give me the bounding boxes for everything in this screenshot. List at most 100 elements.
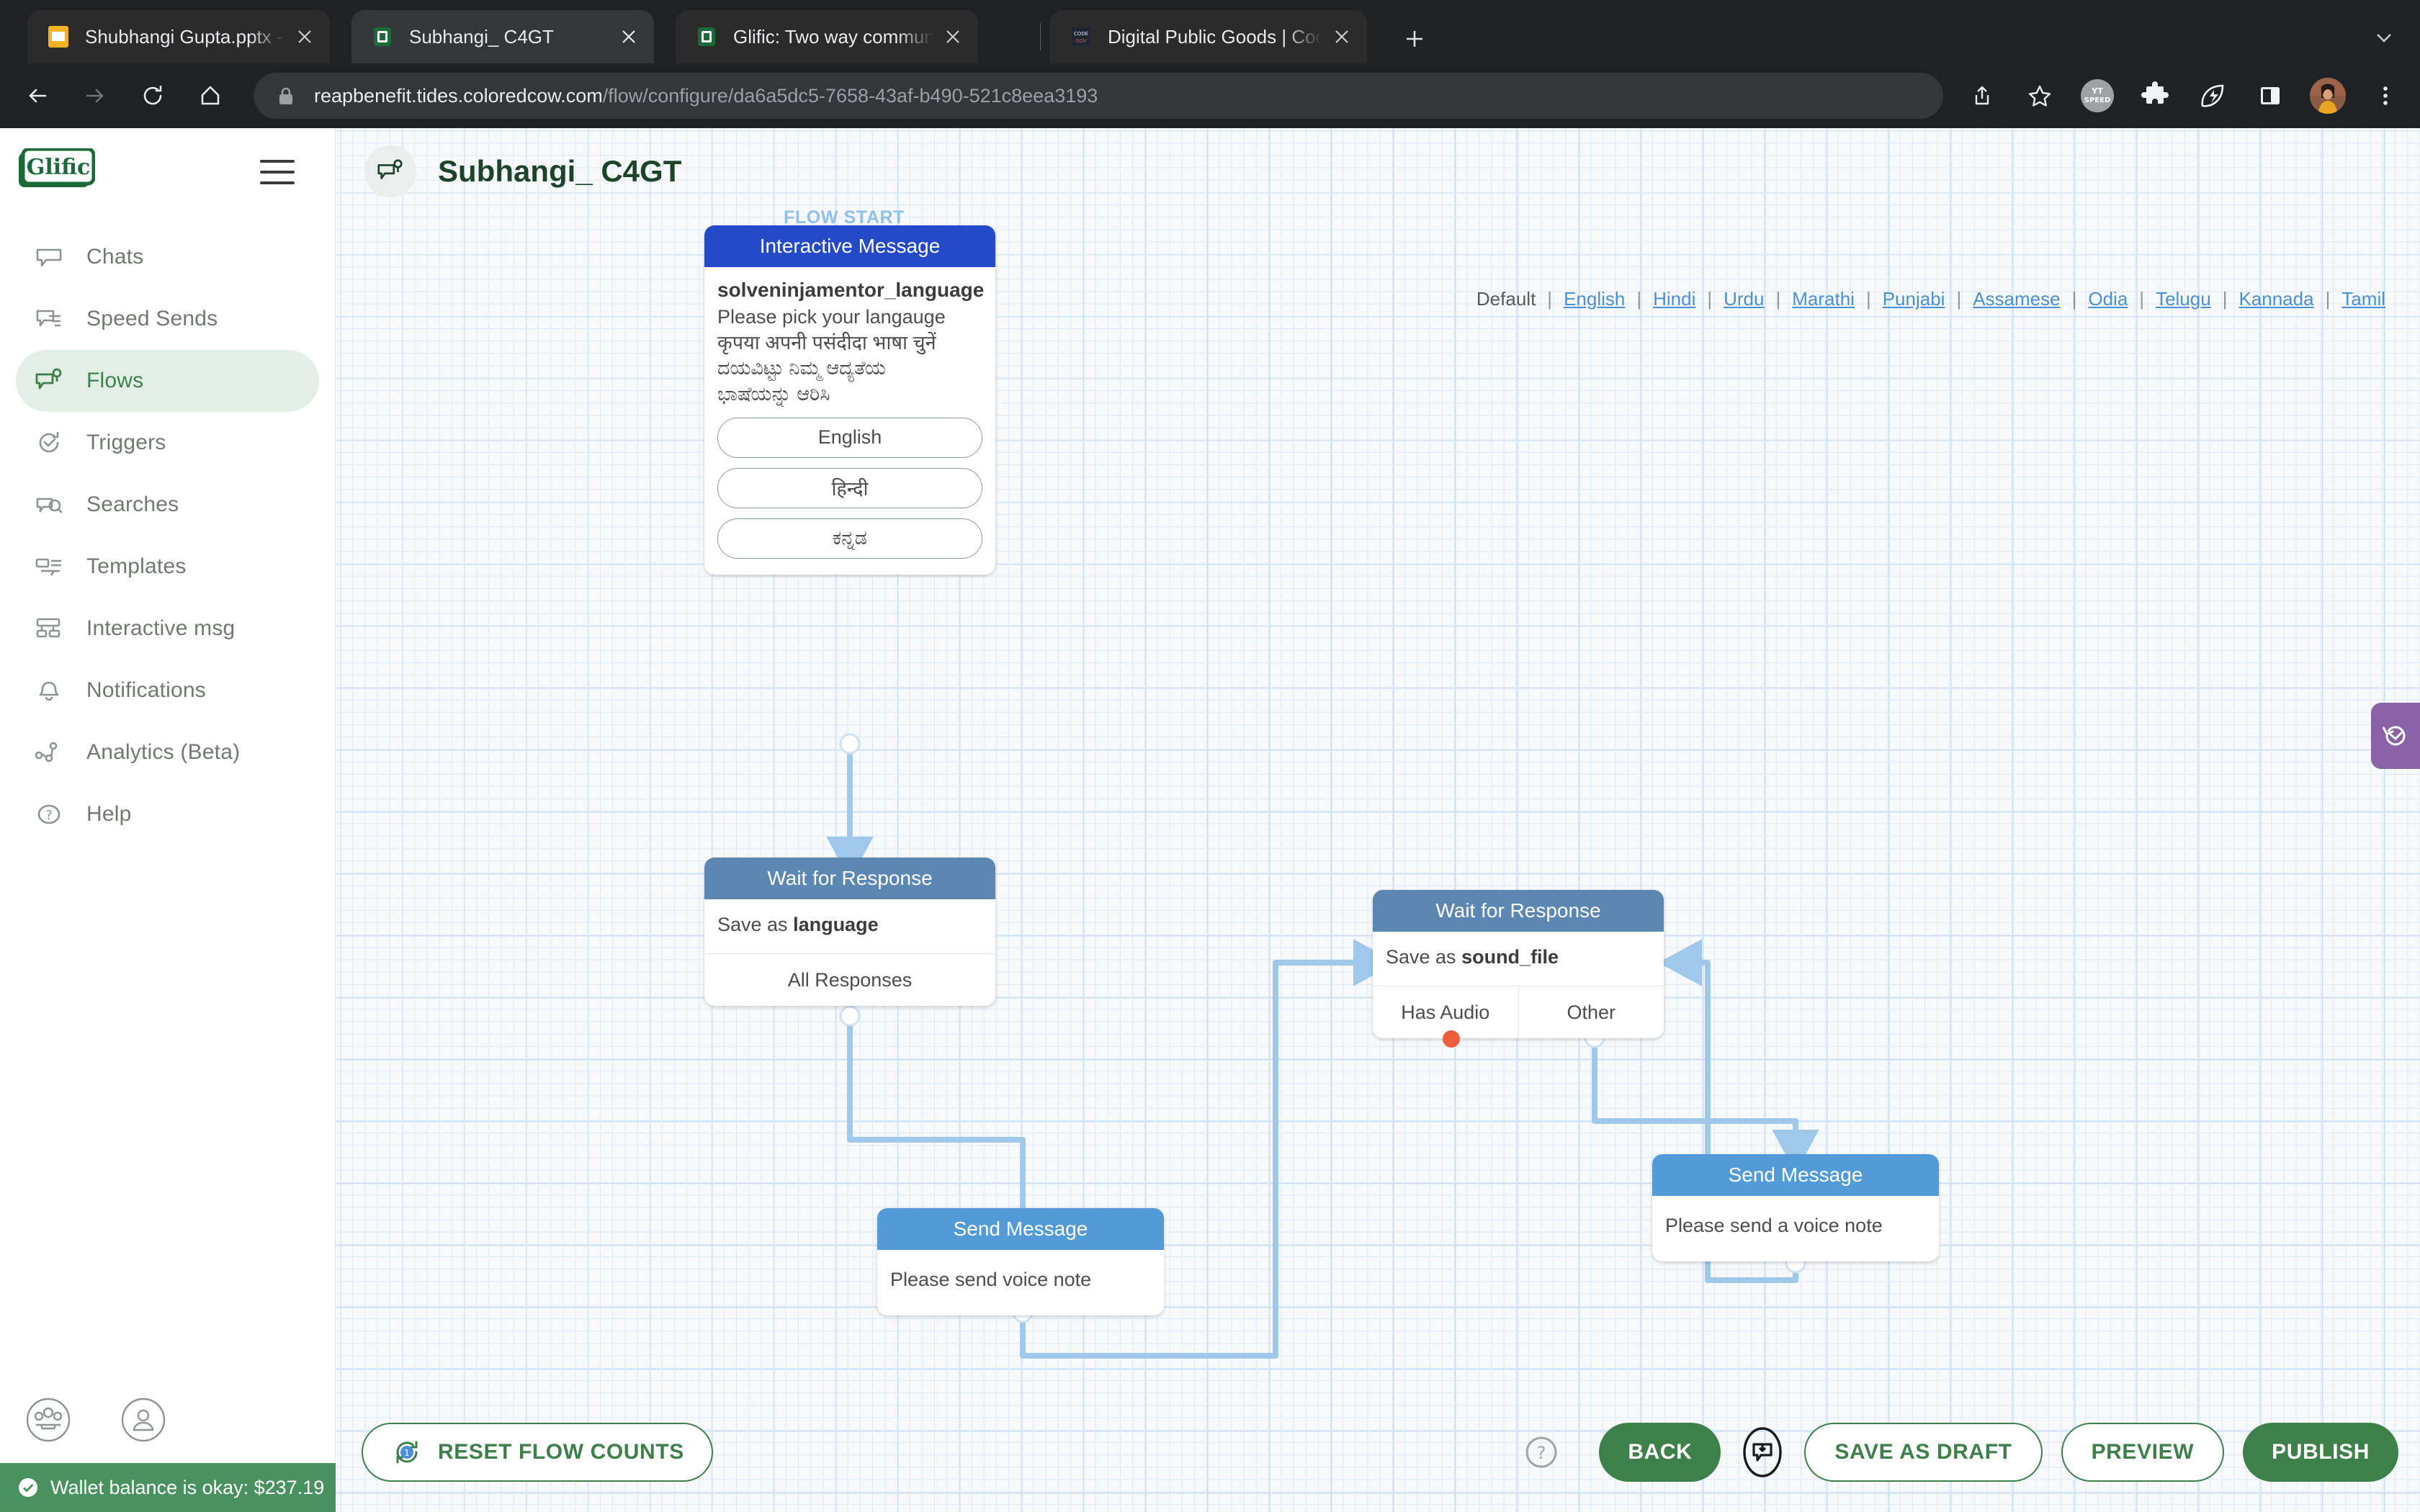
browser-tab-3[interactable]: Glific: Two way communication — [676, 10, 978, 63]
language-odia[interactable]: Odia — [2088, 288, 2128, 310]
extensions-puzzle-icon[interactable] — [2132, 73, 2178, 119]
wallet-balance-status: Wallet balance is okay: $237.19 — [0, 1463, 336, 1512]
reset-flow-counts-label: RESET FLOW COUNTS — [438, 1440, 684, 1464]
publish-button[interactable]: PUBLISH — [2243, 1423, 2398, 1482]
sidebar-item-flows[interactable]: Flows — [16, 350, 319, 412]
language-kannada[interactable]: Kannada — [2238, 288, 2314, 310]
profile-avatar[interactable] — [2305, 73, 2351, 119]
template-icon — [32, 549, 66, 584]
language-urdu[interactable]: Urdu — [1724, 288, 1765, 310]
glific-icon — [370, 24, 395, 49]
address-bar-url: reapbenefit.tides.coloredcow.com/flow/co… — [314, 85, 1098, 107]
language-default[interactable]: Default — [1476, 288, 1536, 310]
chevron-down-icon[interactable] — [2365, 19, 2403, 56]
exit-has-audio[interactable]: Has Audio — [1401, 1001, 1490, 1023]
lock-icon — [274, 84, 298, 108]
sidebar-item-label: Interactive msg — [86, 616, 236, 640]
sidebar-item-triggers[interactable]: Triggers — [16, 412, 319, 474]
sidebar-item-analytics[interactable]: Analytics (Beta) — [16, 721, 319, 783]
language-assamese[interactable]: Assamese — [1973, 288, 2061, 310]
close-icon[interactable] — [941, 24, 965, 49]
app-shell: Glific Chats Speed Sends — [0, 128, 2420, 1512]
browser-tab-4-title: Digital Public Goods | Code for GovTech — [1108, 25, 1322, 48]
page-title: Subhangi_ C4GT — [438, 154, 682, 188]
language-divider: | — [2325, 288, 2331, 310]
sidebar-item-interactive-msg[interactable]: Interactive msg — [16, 598, 319, 660]
svg-text:1: 1 — [404, 1448, 410, 1458]
node-send-message-right[interactable]: Send Message Please send a voice note — [1652, 1154, 1939, 1261]
share-icon[interactable] — [1959, 73, 2005, 119]
sidebar-item-label: Analytics (Beta) — [86, 740, 241, 764]
wait-save-as-sound-file: Save as sound_file — [1386, 946, 1651, 968]
help-circle-icon[interactable]: ? — [1524, 1435, 1559, 1470]
sidebar-item-speed-sends[interactable]: Speed Sends — [16, 288, 319, 350]
language-divider: | — [2139, 288, 2145, 310]
edge-wait-language-to-send-left — [847, 1017, 1047, 1252]
flow-canvas[interactable]: Subhangi_ C4GT Default | English | Hindi… — [336, 128, 2420, 1512]
node-body: Please send voice note — [877, 1250, 1164, 1315]
leaf-extension-icon[interactable] — [2190, 73, 2236, 119]
home-icon[interactable] — [187, 73, 233, 119]
exit-all-responses[interactable]: All Responses — [787, 968, 913, 991]
account-circle-icon[interactable] — [121, 1398, 166, 1442]
node-wait-for-response-sound-file[interactable]: Wait for Response Save as sound_file Has… — [1373, 890, 1664, 1038]
history-restore-icon[interactable] — [2371, 703, 2420, 769]
svg-text:SPEED: SPEED — [2084, 96, 2111, 104]
close-icon[interactable] — [617, 24, 641, 49]
language-divider: | — [1775, 288, 1781, 310]
search-chat-icon — [32, 487, 66, 522]
flow-start-label: FLOW START — [784, 207, 905, 228]
close-icon[interactable] — [292, 24, 317, 49]
save-flow-icon[interactable] — [1739, 1423, 1785, 1482]
sidebar-item-notifications[interactable]: Notifications — [16, 660, 319, 721]
language-hindi[interactable]: Hindi — [1653, 288, 1696, 310]
node-interactive-message[interactable]: Interactive Message solveninjamentor_lan… — [704, 225, 995, 575]
language-tamil[interactable]: Tamil — [2341, 288, 2385, 310]
bookmark-star-icon[interactable] — [2017, 73, 2063, 119]
save-as-draft-button[interactable]: SAVE AS DRAFT — [1804, 1423, 2043, 1482]
language-english[interactable]: English — [1564, 288, 1626, 310]
language-divider: | — [1707, 288, 1713, 310]
more-vertical-icon[interactable] — [2362, 73, 2408, 119]
slides-icon — [46, 24, 71, 49]
interactive-option-hindi[interactable]: हिन्दी — [717, 467, 982, 508]
edge-handle — [839, 733, 861, 755]
reload-icon[interactable] — [130, 73, 176, 119]
sidebar-item-label: Triggers — [86, 431, 166, 454]
interactive-option-kannada[interactable]: ಕನ್ನಡ — [717, 518, 982, 559]
language-divider: | — [1636, 288, 1642, 310]
sidebar-item-chats[interactable]: Chats — [16, 226, 319, 288]
analytics-icon — [32, 735, 66, 770]
node-send-message-left[interactable]: Send Message Please send voice note — [877, 1208, 1164, 1315]
node-header: Interactive Message — [704, 225, 995, 267]
node-wait-for-response-language[interactable]: Wait for Response Save as language All R… — [704, 858, 995, 1006]
collections-icon[interactable] — [26, 1398, 71, 1442]
interactive-option-english[interactable]: English — [717, 417, 982, 458]
reset-flow-counts-button[interactable]: 1 RESET FLOW COUNTS — [362, 1423, 713, 1482]
preview-button[interactable]: PREVIEW — [2061, 1423, 2225, 1482]
sidebar-item-searches[interactable]: Searches — [16, 474, 319, 536]
back-arrow-icon[interactable] — [14, 73, 60, 119]
node-header: Send Message — [877, 1208, 1164, 1250]
exit-other[interactable]: Other — [1518, 986, 1664, 1038]
flow-edges — [826, 733, 1819, 1359]
browser-tab-2-title: Subhangi_ C4GT — [409, 25, 554, 48]
sidebar-item-help[interactable]: ? Help — [16, 783, 319, 845]
hamburger-icon[interactable] — [260, 160, 295, 184]
close-icon[interactable] — [1330, 24, 1354, 49]
language-punjabi[interactable]: Punjabi — [1882, 288, 1945, 310]
side-panel-icon[interactable] — [2247, 73, 2293, 119]
interactive-msg-icon — [32, 611, 66, 646]
forward-arrow-icon[interactable] — [72, 73, 118, 119]
new-tab-button[interactable] — [1397, 22, 1432, 56]
browser-tab-2[interactable]: Subhangi_ C4GT — [351, 10, 654, 63]
address-bar[interactable]: reapbenefit.tides.coloredcow.com/flow/co… — [254, 73, 1943, 119]
back-button[interactable]: BACK — [1599, 1423, 1721, 1482]
language-telugu[interactable]: Telugu — [2156, 288, 2211, 310]
language-marathi[interactable]: Marathi — [1792, 288, 1855, 310]
sidebar-item-templates[interactable]: Templates — [16, 536, 319, 598]
browser-tab-1[interactable]: Shubhangi Gupta.pptx - Google Slides — [27, 10, 330, 63]
glific-logo[interactable]: Glific — [17, 147, 96, 197]
